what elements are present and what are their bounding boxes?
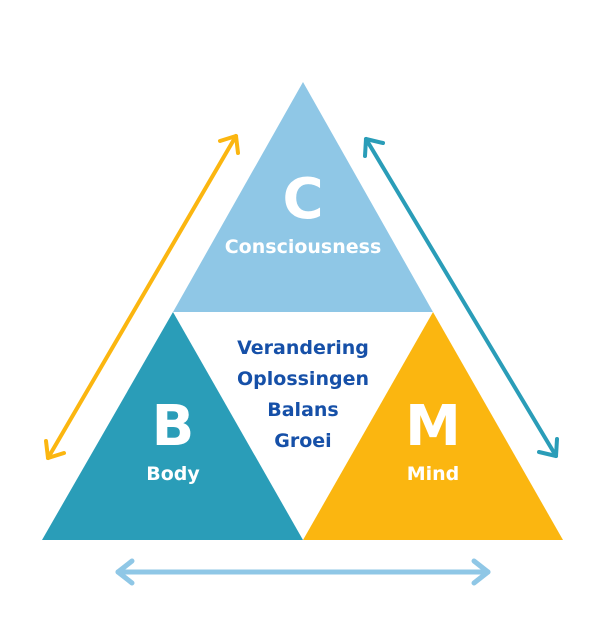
center-word-3: Balans [267,399,338,421]
center-word-4: Groei [274,430,331,452]
body-label: Body [146,463,200,485]
double-arrow-icon [115,558,491,586]
consciousness-letter: C [282,167,323,232]
mind-label: Mind [407,463,460,485]
mind-letter: M [405,394,461,459]
double-arrow-icon [363,137,559,458]
center-word-2: Oplossingen [237,368,369,390]
body-letter: B [152,394,195,459]
mind-triangle [303,312,563,540]
double-arrow-icon [44,134,240,460]
center-word-1: Verandering [237,337,369,359]
consciousness-triangle [173,82,433,312]
body-triangle [42,312,303,540]
consciousness-label: Consciousness [225,236,382,258]
